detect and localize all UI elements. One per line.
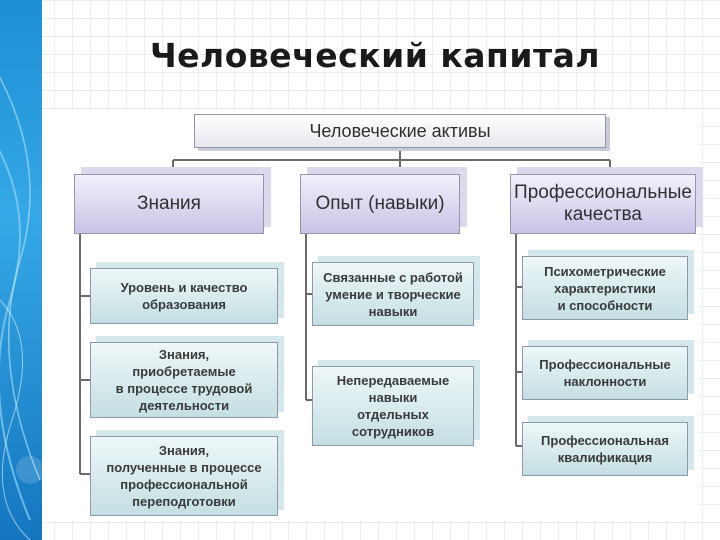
leaf-qualities-inclinations: Профессиональные наклонности <box>522 346 688 400</box>
leaf-text: Профессиональная квалификация <box>541 432 669 466</box>
category-experience-label: Опыт (навыки) <box>315 193 444 215</box>
hierarchy-diagram: Человеческие активы Знания Опыт (навыки)… <box>42 110 698 520</box>
leaf-knowledge-education: Уровень и качество образования <box>90 268 278 324</box>
leaf-experience-tacit-skills: Непередаваемые навыки отдельных сотрудни… <box>312 366 474 446</box>
leaf-knowledge-work-acquired: Знания, приобретаемые в процессе трудово… <box>90 342 278 418</box>
root-node-label: Человеческие активы <box>309 121 490 142</box>
category-knowledge-label: Знания <box>137 193 201 215</box>
category-experience: Опыт (навыки) <box>300 174 460 234</box>
leaf-qualities-psychometric: Психометрические характеристики и способ… <box>522 256 688 320</box>
leaf-knowledge-retraining: Знания, полученные в процессе профессион… <box>90 436 278 516</box>
leaf-text: Уровень и качество образования <box>121 279 248 313</box>
leaf-text: Знания, полученные в процессе профессион… <box>106 442 261 510</box>
root-node-human-assets: Человеческие активы <box>194 114 606 148</box>
category-professional-qualities: Профессиональные качества <box>510 174 696 234</box>
slide-title: Человеческий капитал <box>0 36 720 75</box>
category-professional-qualities-label: Профессиональные качества <box>514 182 692 226</box>
leaf-text: Психометрические характеристики и способ… <box>544 263 666 314</box>
leaf-text: Непередаваемые навыки отдельных сотрудни… <box>337 372 449 440</box>
decorative-side-band <box>0 0 42 540</box>
leaf-text: Связанные с работой умение и творческие … <box>323 269 463 320</box>
category-knowledge: Знания <box>74 174 264 234</box>
leaf-experience-job-skills: Связанные с работой умение и творческие … <box>312 262 474 326</box>
leaf-text: Знания, приобретаемые в процессе трудово… <box>116 346 253 414</box>
leaf-qualities-qualification: Профессиональная квалификация <box>522 422 688 476</box>
leaf-text: Профессиональные наклонности <box>539 356 670 390</box>
decorative-swirl-graphic <box>0 0 42 540</box>
